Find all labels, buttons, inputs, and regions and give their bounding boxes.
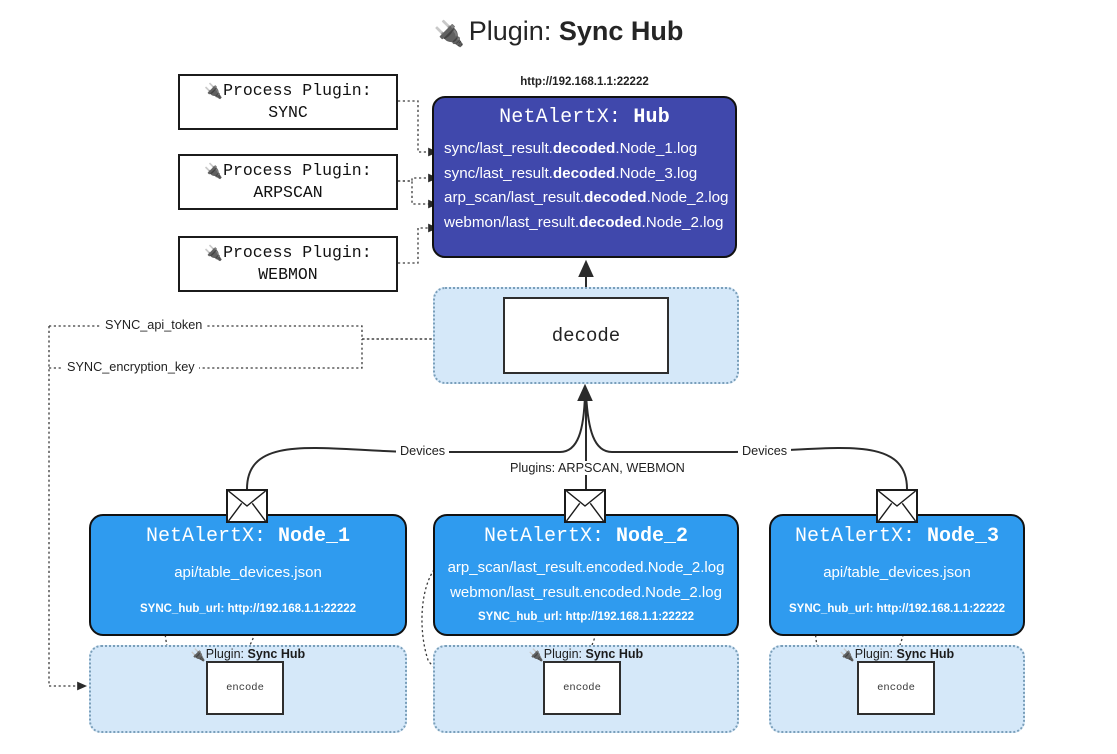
hub-title-prefix: NetAlertX: [499,106,622,129]
node-title: NetAlertX: Node_3 [794,525,1000,548]
node-box-node-1[interactable]: NetAlertX: Node_1 api/table_devices.json… [89,514,407,636]
hub-log-list: sync/last_result.decoded.Node_1.log sync… [434,137,735,236]
encode-box-node-2[interactable]: encode [543,661,621,715]
hub-log-line: webmon/last_result.decoded.Node_2.log [444,213,724,231]
plug-icon: 🔌 [528,648,544,662]
node-hub-url: SYNC_hub_url: http://192.168.1.1:22222 [788,603,1006,616]
edge-label-encryption-key: SYNC_encryption_key [63,360,199,374]
edge-label-devices-left: Devices [396,444,450,458]
plug-icon: 🔌 [433,20,465,48]
node-data-line: api/table_devices.json [823,564,971,581]
node-data-line: webmon/last_result.encoded.Node_2.log [450,584,722,602]
plug-icon: 🔌 [204,162,224,181]
process-plugin-arpscan[interactable]: 🔌Process Plugin: ARPSCAN [178,154,398,210]
process-plugin-sync-line2: SYNC [268,103,308,122]
process-plugin-sync-line1: 🔌Process Plugin: [204,81,372,101]
hub-node[interactable]: NetAlertX: Hub sync/last_result.decoded.… [432,96,737,258]
node-data-line: arp_scan/last_result.encoded.Node_2.log [447,559,725,576]
node-box-node-3[interactable]: NetAlertX: Node_3 api/table_devices.json… [769,514,1025,636]
hub-log-line: arp_scan/last_result.decoded.Node_2.log [444,189,729,207]
page-title: 🔌Plugin: Sync Hub [0,16,1117,49]
encode-box-node-3[interactable]: encode [857,661,935,715]
edge-label-plugins: Plugins: ARPSCAN, WEBMON [506,461,689,475]
node-hub-url: SYNC_hub_url: http://192.168.1.1:22222 [477,611,695,624]
hub-title: NetAlertX: Hub [434,106,735,129]
encode-box-node-1[interactable]: encode [206,661,284,715]
envelope-icon [564,489,606,523]
edge-label-devices-right: Devices [738,444,792,458]
hub-log-line: sync/last_result.decoded.Node_1.log [444,140,698,157]
process-plugin-arpscan-line1: 🔌Process Plugin: [204,161,372,181]
node-title: NetAlertX: Node_1 [145,525,351,548]
page-title-name: Sync Hub [558,16,684,46]
process-plugin-webmon[interactable]: 🔌Process Plugin: WEBMON [178,236,398,292]
plug-icon: 🔌 [190,648,206,662]
node-box-node-2[interactable]: NetAlertX: Node_2 arp_scan/last_result.e… [433,514,739,636]
node-hub-url: SYNC_hub_url: http://192.168.1.1:22222 [139,603,357,616]
process-plugin-webmon-line1: 🔌Process Plugin: [204,243,372,263]
hub-title-name: Hub [633,106,670,129]
hub-url-label: http://192.168.1.1:22222 [520,76,649,88]
hub-log-line: sync/last_result.decoded.Node_3.log [444,164,698,182]
plug-icon: 🔌 [204,82,224,101]
page-title-prefix: Plugin: [468,16,552,46]
node-title: NetAlertX: Node_2 [483,525,689,548]
envelope-icon [876,489,918,523]
decode-box[interactable]: decode [503,297,669,374]
process-plugin-arpscan-line2: ARPSCAN [253,183,323,202]
plug-icon: 🔌 [839,648,855,662]
process-plugin-webmon-line2: WEBMON [258,265,318,284]
plug-icon: 🔌 [204,244,224,263]
envelope-icon [226,489,268,523]
edge-label-api-token: SYNC_api_token [101,318,207,332]
node-data-line: api/table_devices.json [174,564,322,581]
process-plugin-sync[interactable]: 🔌Process Plugin: SYNC [178,74,398,130]
